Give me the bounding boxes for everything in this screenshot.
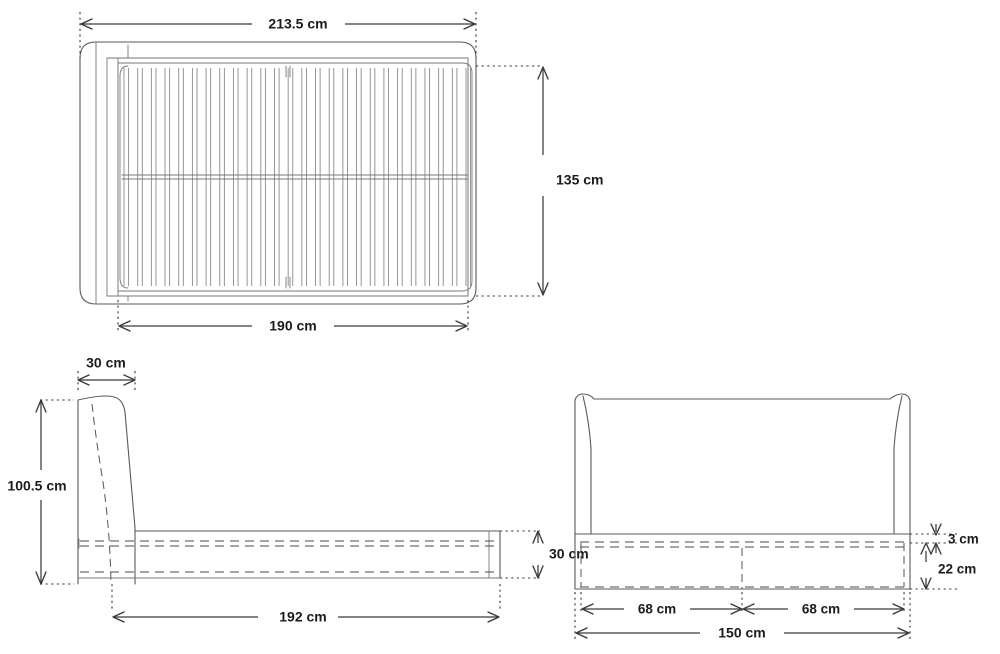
dimension-front-rail: 3 cm — [930, 523, 979, 555]
dimension-side-base-height-label: 30 cm — [549, 546, 589, 562]
plan-centre-support — [285, 65, 291, 289]
plan-centre-rail — [121, 174, 469, 180]
front-view: 3 cm 22 cm 68 cm — [574, 393, 979, 641]
dimension-plan-depth: 135 cm — [537, 66, 603, 296]
dimension-front-half-right-label: 68 cm — [802, 602, 840, 617]
dimension-front-half-left-label: 68 cm — [638, 602, 676, 617]
front-headboard — [574, 393, 911, 535]
side-view: 30 cm 100.5 cm 192 cm — [7, 355, 588, 625]
front-hidden-lines — [580, 541, 905, 589]
plan-headboard-strip — [95, 41, 129, 305]
plan-slat-deck-frame — [117, 62, 473, 292]
plan-extension-lines — [79, 12, 540, 332]
side-hidden-lines — [78, 538, 497, 573]
dimension-side-headboard-depth: 30 cm — [77, 355, 136, 386]
dimension-plan-depth-label: 135 cm — [556, 172, 603, 188]
plan-outer-frame — [79, 41, 477, 305]
dimension-side-height: 100.5 cm — [7, 399, 67, 585]
dimension-front-half-left: 68 cm — [581, 602, 743, 617]
dimension-plan-inner-width: 190 cm — [118, 318, 468, 334]
dimension-front-rail-label: 3 cm — [948, 532, 979, 547]
side-headboard — [77, 395, 136, 585]
plan-inner-frame — [106, 57, 469, 297]
dimension-front-clearance-label: 22 cm — [938, 562, 976, 577]
dimension-front-width-label: 150 cm — [718, 625, 765, 641]
plan-slats — [123, 68, 472, 286]
dimension-plan-width-label: 213.5 cm — [268, 16, 327, 32]
dimension-side-length: 192 cm — [112, 609, 500, 625]
dimension-front-half-right: 68 cm — [742, 602, 905, 617]
dimension-side-length-label: 192 cm — [279, 609, 326, 625]
dimension-side-base-height: 30 cm — [532, 530, 589, 579]
side-base-rail — [77, 530, 501, 579]
dimension-side-height-label: 100.5 cm — [7, 478, 66, 494]
dimension-plan-width: 213.5 cm — [80, 16, 476, 32]
dimension-front-clearance: 22 cm — [920, 542, 976, 590]
side-extension-lines — [40, 368, 540, 612]
dimension-side-headboard-depth-label: 30 cm — [86, 355, 126, 371]
front-extension-lines — [574, 533, 960, 640]
dimension-plan-inner-width-label: 190 cm — [269, 318, 316, 334]
dimension-front-width: 150 cm — [575, 625, 910, 641]
